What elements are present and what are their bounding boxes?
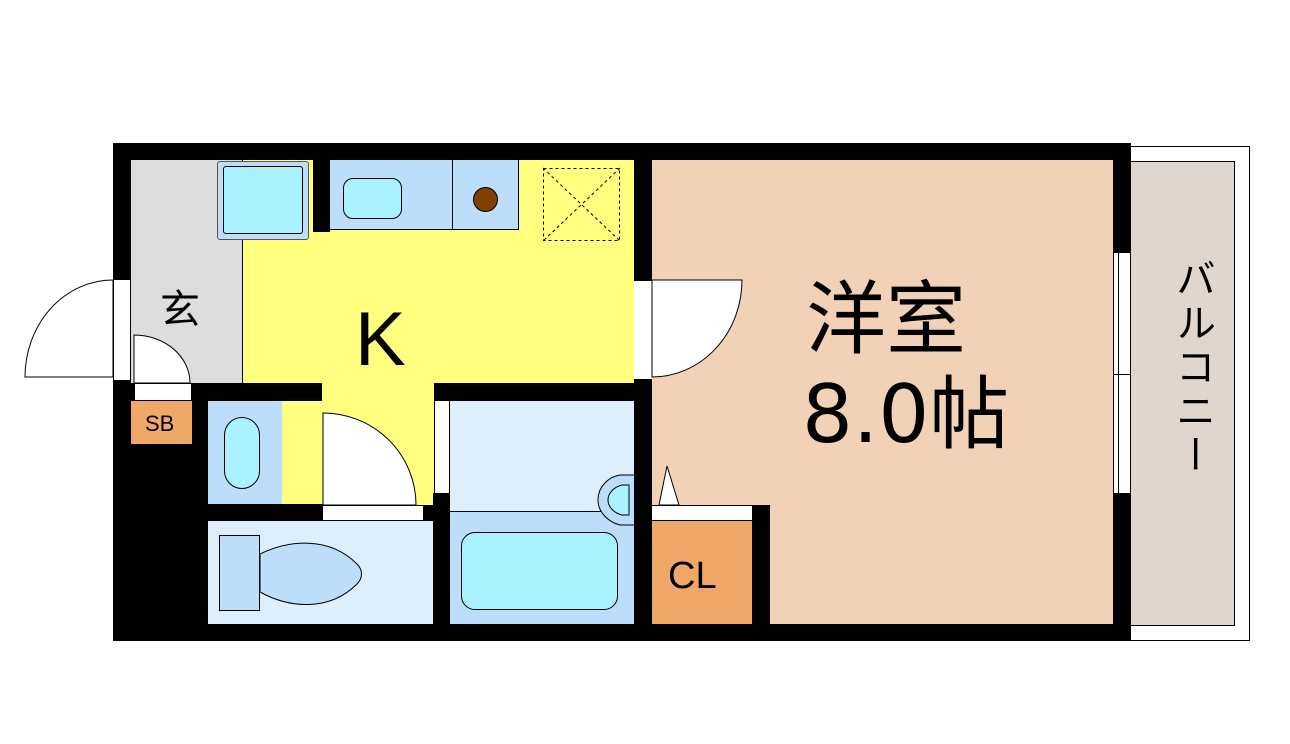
balcony-floor <box>1131 161 1235 626</box>
kitchen-label: K <box>355 297 406 382</box>
wall-sb-washbasin <box>192 383 208 641</box>
door-opening-kitchen-western <box>634 280 652 380</box>
shoe-box-door-swing-area <box>134 383 192 401</box>
wall-below-sb <box>131 444 192 641</box>
front-door[interactable] <box>23 279 115 380</box>
bathtub <box>461 532 618 610</box>
washbasin-bowl <box>224 417 260 489</box>
stove-burner-icon <box>473 187 498 212</box>
washing-machine-space-icon <box>542 167 621 242</box>
window-sash-line <box>1118 253 1119 493</box>
closet-door-track[interactable] <box>652 505 752 521</box>
closet <box>652 521 752 624</box>
bath-faucet-icon <box>597 474 634 526</box>
closet-door-arrow-icon <box>658 465 680 506</box>
kitchen-partition-left <box>242 383 322 401</box>
door-kitchen-western[interactable] <box>651 279 744 380</box>
toilet-door[interactable] <box>322 412 423 507</box>
kitchen-sink-bowl <box>343 178 402 219</box>
fridge-wall-stub <box>313 160 330 232</box>
shoe-box <box>131 401 192 444</box>
closet-label: CL <box>668 555 717 597</box>
bathroom-door-opening[interactable] <box>434 401 450 493</box>
wall-toilet-bath <box>433 493 450 624</box>
refrigerator-inner <box>223 166 303 234</box>
front-door-opening <box>113 280 131 380</box>
western-room-label-name: 洋室 <box>806 273 966 366</box>
window-meeting-line <box>1113 374 1131 375</box>
shoe-box-door[interactable] <box>133 334 194 385</box>
wall-bath-western <box>634 380 652 641</box>
wall-washbasin-toilet <box>208 504 323 521</box>
toilet-bowl-icon <box>259 542 362 606</box>
kitchen-partition-right <box>434 383 652 401</box>
toilet-door-track <box>323 505 423 521</box>
balcony-label: バルコニー <box>1169 258 1215 478</box>
entrance-label: 玄 <box>160 287 200 333</box>
closet-wall <box>752 505 770 624</box>
shoe-box-label: SB <box>145 411 175 436</box>
toilet-tank <box>219 535 260 611</box>
western-room-label-size: 8.0帖 <box>802 368 1010 461</box>
balcony-window[interactable] <box>1113 253 1131 493</box>
